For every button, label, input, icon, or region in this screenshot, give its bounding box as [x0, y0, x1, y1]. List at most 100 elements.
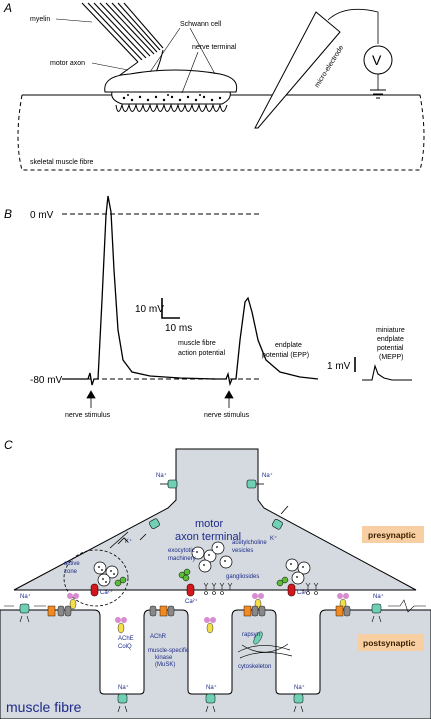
rapsyn-icon — [253, 631, 263, 645]
muscle-fibre — [0, 609, 431, 719]
na-label-1: Na⁺ — [156, 472, 167, 479]
acetylcholine-molecules — [98, 546, 304, 583]
scale-v-mepp-label: 1 mV — [327, 361, 351, 372]
terminal-vesicles — [122, 94, 222, 102]
exocytotic-label-line2: machinery — [168, 556, 196, 562]
terminal-title-line1: motor — [195, 518, 223, 530]
panel-c: C motor axon terminal presynaptic postsy… — [0, 438, 431, 719]
panel-a: A skeletal muscle fibre — [3, 1, 425, 171]
ap-arrow-right-icon — [388, 599, 426, 613]
calcium-channel-icon — [186, 583, 195, 597]
stimulus-arrow-1 — [86, 390, 96, 399]
rapsyn-label: rapsyn — [242, 632, 260, 638]
active-zone-label-line2: zone — [64, 569, 78, 575]
na-channel-icon — [293, 693, 304, 713]
schwann-cell — [104, 69, 238, 93]
gangliosides-label: gangliosides — [226, 574, 259, 580]
mepp-trace — [362, 364, 412, 381]
k-label-1: K⁺ — [125, 538, 132, 545]
na-channel-icon — [19, 603, 30, 623]
trace3-label-line2: endplate — [377, 336, 404, 343]
postsynaptic-label: postsynaptic — [363, 638, 416, 648]
panel-a-letter: A — [3, 1, 12, 15]
ach-vesicles-label-line2: vesicles — [232, 548, 253, 554]
ap-arrow-icon — [109, 531, 129, 549]
panel-b: B 0 mV -80 mV muscle fibre action potent… — [4, 195, 412, 419]
trace3-label-line3: potential — [377, 345, 404, 352]
trace2-label-line2: potential (EPP) — [262, 352, 309, 359]
achr-receptor-icon — [243, 605, 266, 617]
trace1-label-line2: action potential — [178, 350, 226, 357]
colq-label: ColQ — [118, 644, 132, 650]
ache-enzyme-icon — [252, 593, 264, 610]
cytoskeleton-label: cytoskeleton — [238, 664, 271, 670]
epp-trace — [212, 296, 319, 387]
ache-enzyme-icon — [337, 593, 349, 610]
achr-receptor-icon — [47, 605, 72, 617]
na-channel-icon — [205, 693, 216, 713]
na-channel-icon — [117, 693, 128, 713]
scale-v-label: 10 mV — [135, 304, 164, 315]
active-zone-label-line1: active — [64, 561, 80, 567]
voltmeter-label: V — [372, 52, 382, 68]
action-potential-trace — [62, 195, 216, 386]
na-channel-icon — [246, 479, 264, 489]
minus80-mv-label: -80 mV — [30, 375, 63, 386]
na-channel-icon — [371, 603, 382, 623]
stimulus-arrow-2 — [224, 390, 234, 399]
achr-receptor-icon — [335, 605, 351, 617]
terminal-title-line2: axon terminal — [175, 531, 241, 543]
achr-receptor-icon — [149, 605, 175, 617]
panel-b-letter: B — [4, 207, 12, 221]
k-channel-icon — [139, 518, 160, 541]
ganglioside-icons — [203, 582, 319, 595]
presynaptic-tag — [362, 526, 424, 543]
na-fold1-label: Na⁺ — [118, 684, 129, 691]
motor-axon-label: motor axon — [50, 60, 85, 67]
na-fold3-label: Na⁺ — [294, 684, 305, 691]
stimulus1-label: nerve stimulus — [65, 412, 111, 419]
nerve-terminal-label: nerve terminal — [192, 44, 237, 51]
ca-left-label: Ca²⁺ — [100, 589, 113, 596]
micro-electrode — [254, 11, 341, 129]
exocytotic-label-line1: exocytotic — [168, 548, 195, 554]
presynaptic-label: presynaptic — [368, 530, 416, 540]
na-left-label: Na⁺ — [20, 593, 31, 600]
postsynaptic-tag — [358, 634, 424, 651]
zero-mv-label: 0 mV — [30, 210, 54, 221]
active-zone-outline — [63, 549, 129, 607]
cytoskeleton-icon — [237, 643, 293, 659]
k-channel-icon — [271, 505, 289, 530]
ache-enzyme-icon — [67, 593, 79, 610]
trace2-label-line1: endplate — [275, 342, 302, 349]
panel-c-letter: C — [4, 438, 13, 452]
scale-t-label: 10 ms — [165, 323, 192, 334]
calcium-channel-icon — [287, 583, 296, 597]
ground-icon — [370, 89, 386, 99]
ach-vesicles-label-line1: acetylcholine — [232, 540, 267, 546]
musk-label-line3: (MuSK) — [155, 662, 175, 668]
muscle-fibre-label: muscle fibre — [6, 699, 82, 715]
nerve-terminal — [111, 91, 231, 105]
exocytotic-machinery-icon — [114, 568, 289, 587]
scale-bar — [161, 298, 180, 319]
achr-label: AChR — [150, 634, 167, 640]
na-fold2-label: Na⁺ — [206, 684, 217, 691]
skeletal-muscle-fibre-label: skeletal muscle fibre — [30, 159, 94, 166]
musk-label-line1: muscle-specific — [148, 648, 189, 654]
trace1-label-line1: muscle fibre — [178, 340, 216, 347]
k-label-2: K⁺ — [270, 535, 277, 542]
calcium-channel-icon — [90, 583, 99, 597]
ache-label: AChE — [118, 636, 134, 642]
junctional-folds — [115, 103, 228, 112]
trace3-label-line1: miniature — [376, 327, 405, 334]
ache-enzyme-icon — [204, 617, 216, 634]
acetylcholine-vesicles — [93, 541, 311, 587]
ache-enzyme-icon — [115, 617, 127, 634]
na-channel-icon — [160, 479, 178, 489]
na-label-2: Na⁺ — [262, 472, 273, 479]
trace3-label-line4: (MEPP) — [379, 354, 404, 361]
myelin-label: myelin — [30, 16, 50, 23]
na-right-label: Na⁺ — [373, 593, 384, 600]
